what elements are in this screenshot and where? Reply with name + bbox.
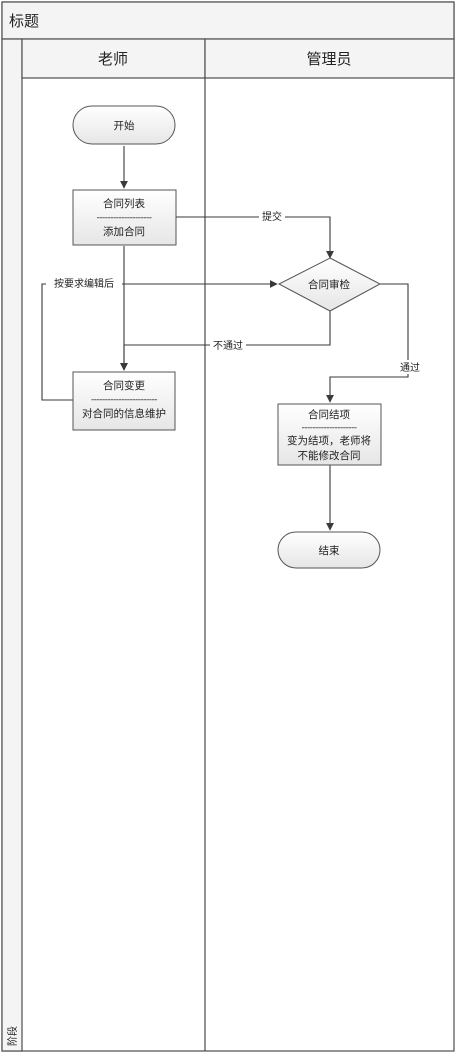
node-contract-review-label: 合同审检: [308, 278, 350, 291]
node-contract-change-divider: ------------------------: [91, 395, 157, 405]
node-contract-close-title: 合同结项: [308, 408, 350, 421]
diagram-title: 标题: [9, 12, 39, 30]
edge-label-rejected: 不通过: [213, 339, 243, 352]
node-contract-change-title: 合同变更: [103, 379, 145, 392]
node-end-label: 结束: [319, 544, 340, 557]
title-bar: [1, 1, 455, 40]
node-contract-list-title: 合同列表: [103, 197, 145, 210]
stage-label: 阶段: [6, 1026, 19, 1046]
edge-label-submit: 提交: [262, 210, 282, 223]
edge-approved: [326, 283, 409, 403]
node-contract-review: 合同审检: [277, 257, 382, 312]
node-end: 结束: [277, 531, 381, 569]
lane-label-teacher: 老师: [98, 50, 128, 68]
node-contract-change-body: 对合同的信息维护: [82, 407, 166, 420]
node-start-label: 开始: [114, 119, 135, 132]
edge-edit-as-required: [41, 280, 278, 401]
edge-label-approved: 通过: [400, 361, 420, 374]
lane-header-admin: [204, 38, 455, 79]
node-contract-list-body: 添加合同: [103, 225, 145, 238]
node-contract-close-body-1: 变为结项，老师将: [287, 434, 371, 447]
edge-labels: 提交 按要求编辑后 不通过 通过: [46, 209, 423, 374]
edges: [41, 146, 409, 531]
node-contract-close-body-2: 不能修改合同: [298, 449, 361, 462]
stage-column: [1, 38, 23, 1052]
node-contract-list-divider: --------------------: [97, 213, 152, 223]
node-contract-close-divider: --------------------: [302, 423, 357, 433]
lane-header-teacher: [21, 38, 206, 79]
node-start: 开始: [72, 105, 176, 145]
node-contract-list: 合同列表 -------------------- 添加合同: [72, 189, 177, 246]
node-contract-close: 合同结项 -------------------- 变为结项，老师将 不能修改合…: [277, 403, 382, 466]
edge-label-edit-as-required: 按要求编辑后: [54, 277, 114, 290]
node-contract-change: 合同变更 ------------------------ 对合同的信息维护: [72, 371, 176, 431]
lane-label-admin: 管理员: [306, 50, 351, 68]
edge-submit: [176, 216, 334, 259]
